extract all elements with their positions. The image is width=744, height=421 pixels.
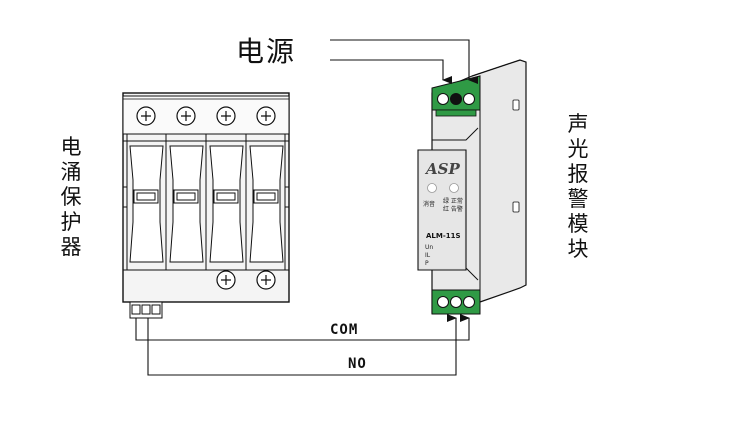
alarm-module-label-char: 模 (567, 212, 589, 236)
power-label: 电源 (236, 35, 297, 68)
alarm-module-label: 声 光 报 警 模 块 (566, 112, 590, 262)
com-label: COM (330, 322, 359, 338)
wires (135, 39, 478, 376)
alarm-module-label-char: 警 (567, 187, 589, 211)
alarm-module-label-char: 光 (567, 137, 589, 161)
alarm-module-label-char: 报 (567, 162, 589, 186)
brand-logo: ASP (426, 160, 460, 178)
model-number: ALM-11S (426, 232, 461, 240)
surge-protector-label-char: 器 (60, 235, 82, 259)
alarm-module (417, 59, 527, 315)
rating-p: P (425, 260, 429, 267)
no-label: NO (348, 356, 367, 372)
rating-un: Un (425, 244, 434, 251)
top-terminal-block (431, 75, 481, 117)
spd-signal-connector (129, 301, 163, 319)
mute-indicator-label: 消音 (423, 201, 436, 208)
spd-top-screws (136, 106, 276, 126)
power-wire-2 (330, 59, 452, 84)
com-wire (135, 314, 470, 341)
surge-protector (122, 92, 290, 319)
spd-modules (129, 145, 284, 263)
power-wire-1 (330, 39, 478, 84)
alarm-module-label-char: 声 (567, 112, 589, 136)
surge-protector-label-char: 涌 (60, 160, 82, 184)
status-indicator-label-1: 绿 正常 (443, 198, 463, 205)
mute-led-icon (427, 183, 437, 193)
spd-bottom-screws (216, 270, 276, 290)
surge-protector-label: 电 涌 保 护 器 (59, 135, 83, 260)
surge-protector-label-char: 保 (60, 185, 82, 209)
bottom-terminal-block (431, 289, 481, 315)
status-indicator-label-2: 红 告警 (443, 206, 463, 213)
status-led-icon (449, 183, 459, 193)
rating-il: IL (425, 252, 431, 259)
surge-protector-label-char: 电 (60, 135, 82, 159)
no-wire (147, 314, 457, 376)
surge-protector-label-char: 护 (60, 210, 82, 234)
alarm-module-label-char: 块 (567, 237, 589, 261)
